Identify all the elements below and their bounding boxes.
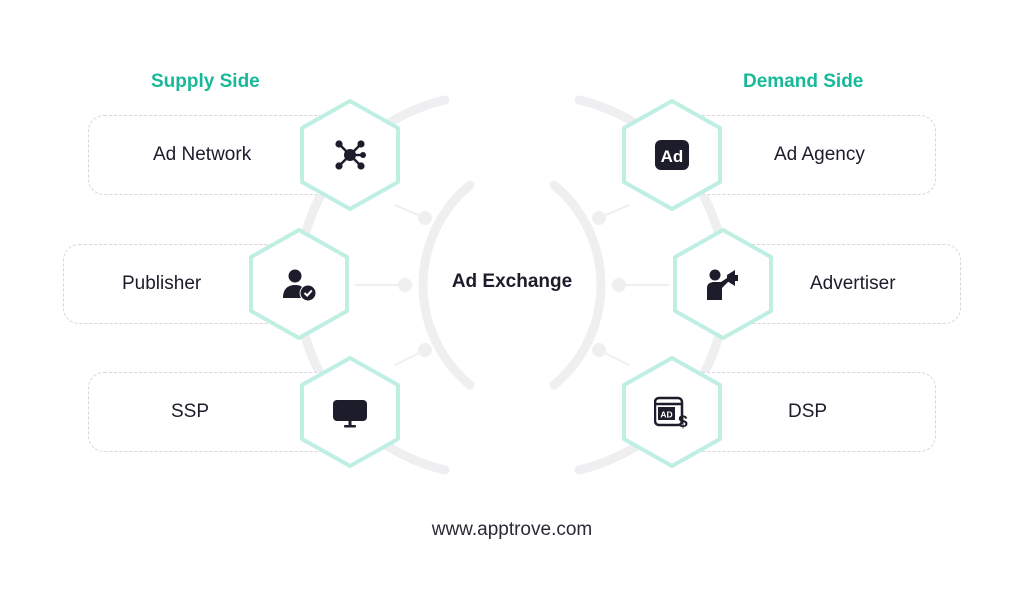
network-icon xyxy=(335,140,366,170)
card-label: Advertiser xyxy=(810,273,896,294)
footer-url: www.apptrove.com xyxy=(431,519,593,540)
svg-text:Ad: Ad xyxy=(661,147,684,166)
supply-side-heading: Supply Side xyxy=(151,71,260,92)
hex-ad-network xyxy=(300,99,400,211)
card-label: Ad Agency xyxy=(774,144,865,165)
hex-advertiser xyxy=(673,228,773,340)
megaphone-person-icon xyxy=(707,269,738,300)
monitor-icon xyxy=(333,400,367,428)
card-label: Publisher xyxy=(122,273,202,294)
hex-publisher xyxy=(249,228,349,340)
svg-text:AD: AD xyxy=(660,410,672,420)
svg-text:$: $ xyxy=(678,412,688,430)
ad-dollar-icon: AD $ xyxy=(654,396,688,430)
card-label: DSP xyxy=(788,401,828,422)
hex-ad-agency: Ad xyxy=(622,99,722,211)
ad-exchange-label: Ad Exchange xyxy=(451,271,573,292)
card-label: Ad Network xyxy=(153,144,252,165)
demand-side-heading: Demand Side xyxy=(743,71,864,92)
hex-ssp xyxy=(300,356,400,468)
hex-dsp: AD $ xyxy=(622,356,722,468)
ad-badge-icon: Ad xyxy=(655,140,689,170)
verified-user-icon xyxy=(283,269,316,301)
card-label: SSP xyxy=(171,401,210,422)
